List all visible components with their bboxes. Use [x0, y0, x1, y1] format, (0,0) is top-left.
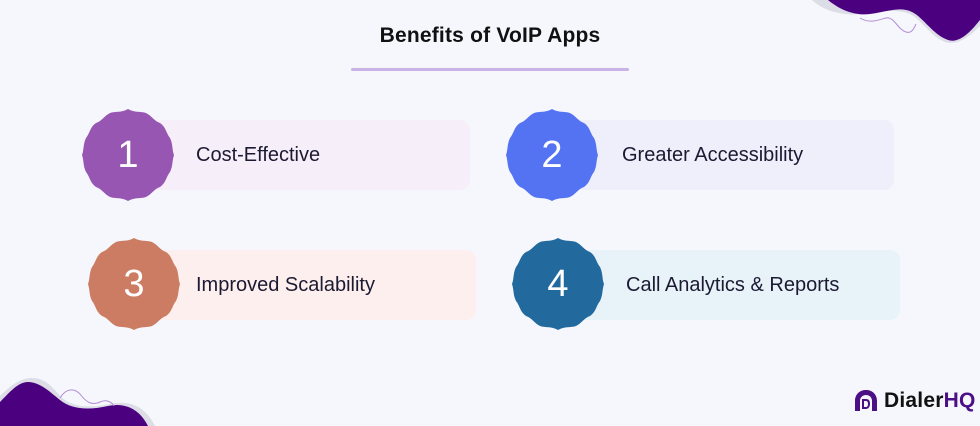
- dialerhq-logo: DialerHQ: [853, 387, 975, 415]
- logo-wordmark: DialerHQ: [884, 389, 975, 413]
- benefit-number: 1: [117, 134, 139, 176]
- benefit-number: 2: [541, 134, 563, 176]
- scalloped-badge-icon: [512, 238, 604, 330]
- title-underline: [351, 68, 629, 71]
- page-title: Benefits of VoIP Apps: [379, 24, 601, 47]
- benefit-label: Greater Accessibility: [622, 144, 804, 166]
- benefit-badge-3: 3: [86, 236, 182, 332]
- logo-name-main: Dialer: [884, 389, 944, 412]
- decorative-wave-top-right: [812, 0, 980, 43]
- logo-name-accent: HQ: [943, 389, 976, 412]
- benefit-label: Cost-Effective: [196, 144, 321, 166]
- benefit-card-3: Improved Scalability: [140, 250, 476, 320]
- scalloped-badge-icon: [88, 238, 180, 330]
- scalloped-badge-icon: [82, 109, 174, 201]
- decorative-wave-bottom-left: [0, 378, 155, 426]
- scalloped-badge-icon: [506, 109, 598, 201]
- benefit-card-1: Cost-Effective: [140, 120, 470, 190]
- benefit-card-2: Greater Accessibility: [564, 120, 894, 190]
- benefit-badge-2: 2: [504, 107, 600, 203]
- benefit-badge-4: 4: [510, 236, 606, 332]
- benefit-card-4: Call Analytics & Reports: [570, 250, 900, 320]
- benefit-label: Call Analytics & Reports: [626, 274, 840, 296]
- benefit-number: 4: [547, 263, 569, 305]
- headset-d-logo-icon: [855, 390, 877, 411]
- benefit-label: Improved Scalability: [196, 274, 375, 296]
- benefit-number: 3: [123, 263, 145, 305]
- benefit-badge-1: 1: [80, 107, 176, 203]
